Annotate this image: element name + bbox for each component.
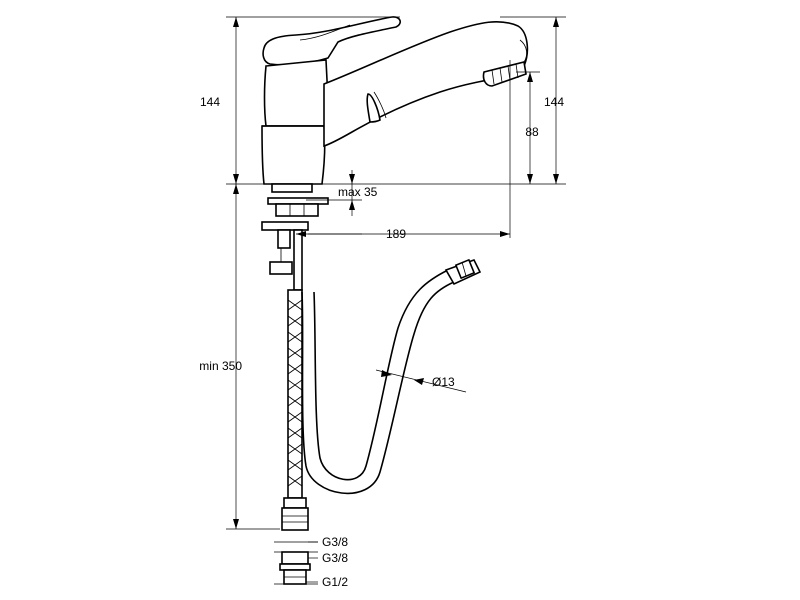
dim-diameter-13: Ø13 [432, 375, 455, 389]
dim-144-left: 144 [200, 95, 220, 109]
dim-189: 189 [386, 227, 406, 241]
connection-fittings [274, 541, 318, 585]
pull-out-spray-hose [301, 258, 482, 495]
dimension-marks [233, 17, 559, 583]
mounting-hardware [261, 183, 329, 291]
braided-supply-hose [281, 289, 309, 531]
thread-g12: G1/2 [322, 575, 348, 589]
faucet-body [261, 16, 529, 185]
dim-144-right: 144 [544, 95, 564, 109]
dim-max-35: max 35 [338, 185, 378, 199]
thread-g38-1: G3/8 [322, 535, 348, 549]
thread-g38-2: G3/8 [322, 551, 348, 565]
dim-min-350: min 350 [199, 359, 242, 373]
dim-88: 88 [525, 125, 539, 139]
